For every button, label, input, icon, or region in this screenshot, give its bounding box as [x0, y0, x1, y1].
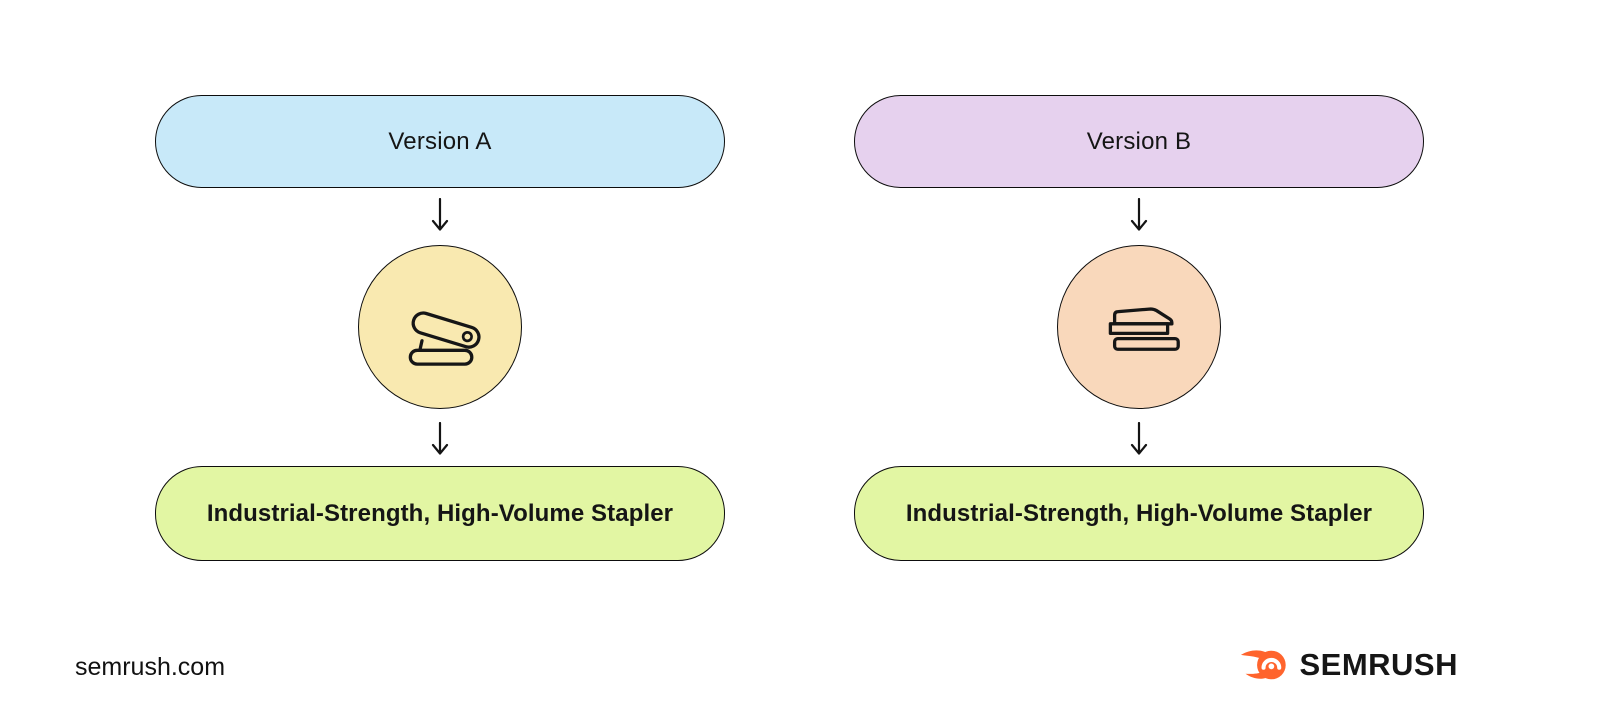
- version-b-label: Version B: [1086, 127, 1192, 155]
- version-b-box: Version B: [854, 95, 1424, 188]
- stapler-open-icon: [358, 245, 522, 409]
- version-a-flow: Version A Industrial-Strength, H: [155, 95, 725, 561]
- down-arrow-icon: [430, 422, 450, 456]
- version-a-box: Version A: [155, 95, 725, 188]
- version-a-result-box: Industrial-Strength, High-Volume Stapler: [155, 466, 725, 561]
- version-a-result-label: Industrial-Strength, High-Volume Stapler: [206, 499, 674, 527]
- version-b-result-box: Industrial-Strength, High-Volume Stapler: [854, 466, 1424, 561]
- version-a-label: Version A: [388, 127, 492, 155]
- semrush-logo: SEMRUSH: [1240, 644, 1458, 686]
- down-arrow-icon: [430, 198, 450, 232]
- semrush-wordmark: SEMRUSH: [1299, 647, 1458, 682]
- down-arrow-icon: [1129, 198, 1149, 232]
- semrush-flame-icon: [1240, 644, 1288, 686]
- down-arrow-icon: [1129, 422, 1149, 456]
- source-url-text: semrush.com: [75, 653, 226, 681]
- version-b-flow: Version B Industrial-Strength, High-Volu…: [854, 95, 1424, 561]
- stapler-closed-icon: [1057, 245, 1221, 409]
- version-b-result-label: Industrial-Strength, High-Volume Stapler: [905, 499, 1373, 527]
